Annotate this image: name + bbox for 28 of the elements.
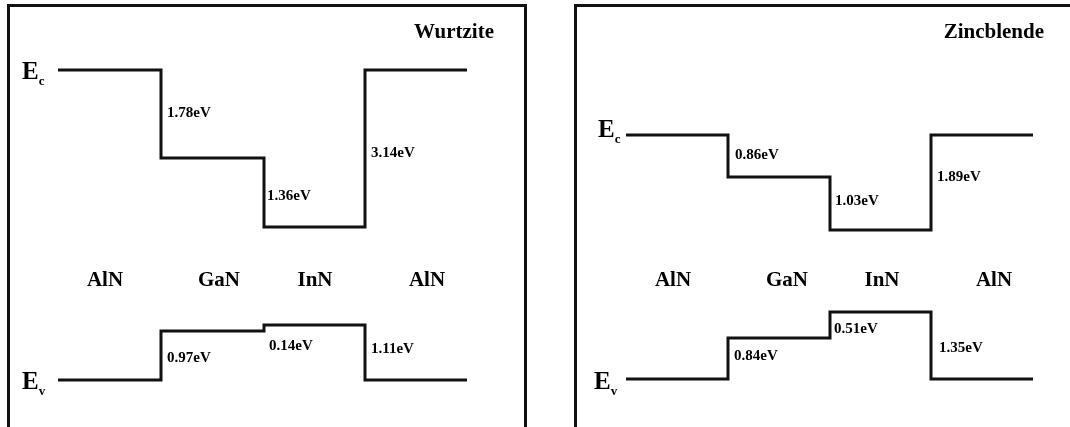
panel-title: Zincblende: [943, 19, 1044, 44]
material-label: AlN: [86, 269, 124, 290]
material-label: InN: [864, 269, 900, 290]
energy-offset-label: 1.78eV: [167, 105, 211, 120]
energy-offset-label: 0.14eV: [269, 338, 313, 353]
material-label: AlN: [408, 269, 446, 290]
band-edge-label: E$_{c}$: [22, 58, 45, 87]
material-label: AlN: [975, 269, 1013, 290]
energy-offset-label: 1.11eV: [371, 341, 414, 356]
material-label: AlN: [654, 269, 692, 290]
energy-offset-label: 1.35eV: [939, 340, 983, 355]
energy-offset-label: 1.36eV: [267, 188, 311, 203]
band-edge-label: E$_{c}$: [598, 116, 621, 145]
energy-offset-label: 0.51eV: [834, 321, 878, 336]
material-label: InN: [297, 269, 333, 290]
panel-title: Wurtzite: [413, 19, 494, 44]
material-label: GaN: [766, 269, 808, 290]
energy-offset-label: 1.89eV: [937, 169, 981, 184]
panel-frame: [7, 4, 527, 427]
band-edge-label: E$_{v}$: [594, 368, 618, 397]
energy-offset-label: 0.97eV: [167, 350, 211, 365]
material-label: GaN: [198, 269, 240, 290]
band-edge-label: E$_{v}$: [22, 368, 46, 397]
energy-offset-label: 3.14eV: [371, 145, 415, 160]
energy-offset-label: 0.86eV: [735, 147, 779, 162]
energy-offset-label: 0.84eV: [734, 348, 778, 363]
energy-offset-label: 1.03eV: [835, 193, 879, 208]
panel-frame: [574, 4, 1070, 427]
